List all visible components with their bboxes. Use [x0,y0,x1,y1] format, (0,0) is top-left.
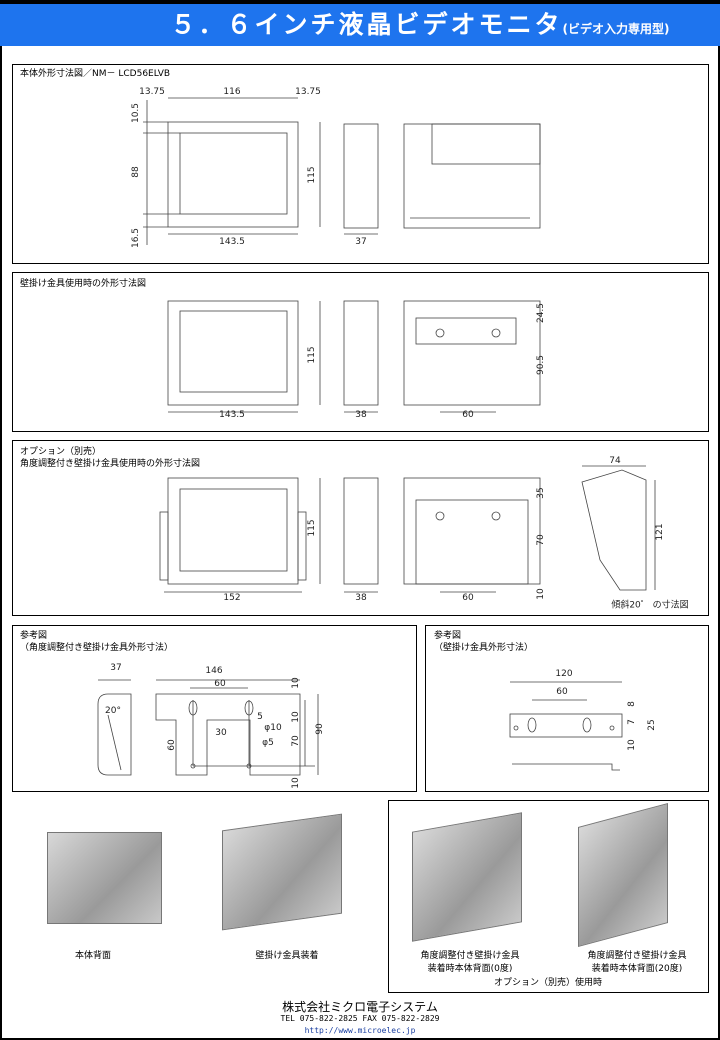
dim-label: 115 [307,166,317,184]
section3-title: オプション（別売） [20,447,102,457]
dim-label: 121 [655,523,665,541]
section-wall-bracket [12,272,709,432]
dim-label: 38 [355,593,367,603]
dim-label: 35 [536,487,546,499]
dim-label: 60 [462,410,474,420]
dim-label: 115 [307,346,317,364]
footer-contact: TEL 075-822-2825 FAX 075-822-2829 [280,1014,440,1023]
dim-label: 146 [205,666,223,676]
photo-wall-bracket [222,813,342,931]
page-subtitle: (ビデオ入力専用型) [562,22,670,36]
section2-title: 壁掛け金具使用時の外形寸法図 [20,279,147,289]
dim-label: 60 [167,739,177,751]
section-ref-wall-bracket [425,625,709,792]
dim-label: 10 [291,711,301,723]
dim-label: 8 [627,701,637,707]
dim-label: 60 [462,593,474,603]
dim-label: 5 [257,712,263,722]
dim-label: 152 [223,593,241,603]
dim-label: 115 [307,519,317,537]
dim-label: 13.75 [295,87,321,97]
dim-label: 60 [556,687,568,697]
dim-label: 70 [536,534,546,546]
dim-label: 10 [291,777,301,789]
dim-label: 38 [355,410,367,420]
dim-label: 10 [627,739,637,751]
dim-label: 70 [291,735,301,747]
option-photos-box [388,800,709,993]
dim-label: 20° [105,706,121,716]
section1-title: 本体外形寸法図／NM－ LCD56ELVB [20,69,171,79]
dim-label: 25 [647,719,657,731]
dim-label: 10 [536,588,546,600]
ref-right-subtitle: （壁掛け金具外形寸法） [434,643,534,653]
dim-label: 13.75 [139,87,165,97]
dim-label: φ10 [264,723,282,733]
footer-company: 株式会社ミクロ電子システム [282,1000,438,1014]
dim-label: 143.5 [219,410,245,420]
dim-label: 143.5 [219,237,245,247]
dim-label: 120 [555,669,573,679]
dim-label: 88 [131,166,141,178]
dim-label: φ5 [262,738,274,748]
dim-label: 116 [223,87,241,97]
page-header: ５．６インチ液晶ビデオモニタ(ビデオ入力専用型) [0,4,720,46]
caption-option: オプション（別売）使用時 [493,978,603,988]
footer-url-link[interactable]: http://www.microelec.jp [304,1026,416,1035]
caption-opt20-line1: 角度調整付き壁掛け金具 [587,951,687,961]
caption-wall: 壁掛け金具装着 [255,951,319,961]
dim-label: 10 [291,677,301,689]
caption-opt20-line2: 装着時本体背面(20度) [591,964,683,974]
dim-label: 37 [355,237,367,247]
dim-label: 37 [110,663,122,673]
caption-rear: 本体背面 [74,951,112,961]
ref-right-title: 参考図 [434,631,462,641]
dim-label: 90 [315,723,325,735]
section-ref-angle-bracket [12,625,417,792]
ref-left-title: 参考図 [20,631,48,641]
dim-label: 30 [215,728,227,738]
photo-rear [47,832,162,924]
dim-label: 24.5 [536,302,546,324]
ref-left-subtitle: （角度調整付き壁掛け金具外形寸法） [20,643,174,653]
dim-label: 60 [214,679,226,689]
angle-caption: 傾斜20゜ の寸法図 [611,600,689,611]
dim-label: 16.5 [131,227,141,249]
dim-label: 7 [627,719,637,725]
caption-opt0-line2: 装着時本体背面(0度) [427,964,513,974]
section3-subtitle: 角度調整付き壁掛け金具使用時の外形寸法図 [20,459,201,469]
section-body-dimensions [12,64,709,264]
photo-option-0deg [412,812,522,942]
photo-option-20deg [578,802,668,948]
caption-opt0-line1: 角度調整付き壁掛け金具 [420,951,520,961]
page-title: ５．６インチ液晶ビデオモニタ [170,10,563,39]
dim-label: 74 [609,456,621,466]
section-angle-bracket [12,440,709,616]
dim-label: 10.5 [131,102,141,124]
dim-label: 90.5 [536,354,546,376]
